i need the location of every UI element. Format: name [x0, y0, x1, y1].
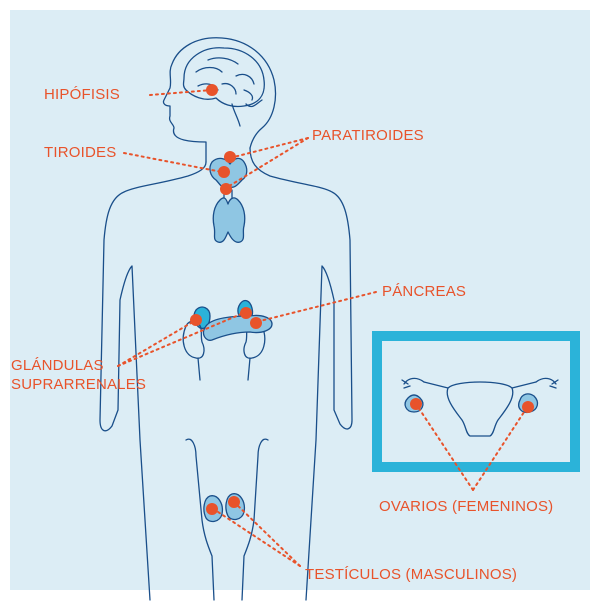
label-glandulas-line1: GLÁNDULAS: [11, 357, 104, 375]
leader-testiculos-a: [212, 508, 300, 566]
label-glandulas-line2: SUPRARRENALES: [11, 376, 146, 394]
marker-adrenal-right: [240, 307, 252, 319]
marker-hipofisis: [206, 84, 218, 96]
marker-ovary-right: [522, 401, 534, 413]
leader-paratiroides-a: [230, 138, 308, 158]
label-ovarios: OVARIOS (FEMENINOS): [379, 498, 553, 516]
label-pancreas: PÁNCREAS: [382, 283, 466, 301]
leader-glandulas-a: [118, 320, 196, 366]
marker-testicle-left: [206, 503, 218, 515]
label-paratiroides: PARATIROIDES: [312, 127, 424, 145]
marker-ovary-left: [410, 398, 422, 410]
marker-adrenal-left: [190, 314, 202, 326]
leader-hipofisis: [150, 90, 212, 95]
label-tiroides: TIROIDES: [44, 144, 116, 162]
leader-tiroides: [124, 153, 222, 172]
marker-paratiroides-bottom: [220, 183, 232, 195]
marker-paratiroides-top: [224, 151, 236, 163]
marker-testicle-right: [228, 496, 240, 508]
label-testiculos: TESTÍCULOS (MASCULINOS): [305, 566, 517, 584]
leader-ovarios-b: [473, 406, 528, 490]
marker-pancreas: [250, 317, 262, 329]
marker-tiroides: [218, 166, 230, 178]
leader-ovarios-a: [416, 404, 473, 490]
pancreas-outline: [204, 315, 272, 340]
uterus-outline: [447, 382, 513, 436]
label-hipofisis: HIPÓFISIS: [44, 86, 120, 104]
leader-pancreas: [256, 292, 376, 322]
thymus-outline: [213, 198, 245, 242]
